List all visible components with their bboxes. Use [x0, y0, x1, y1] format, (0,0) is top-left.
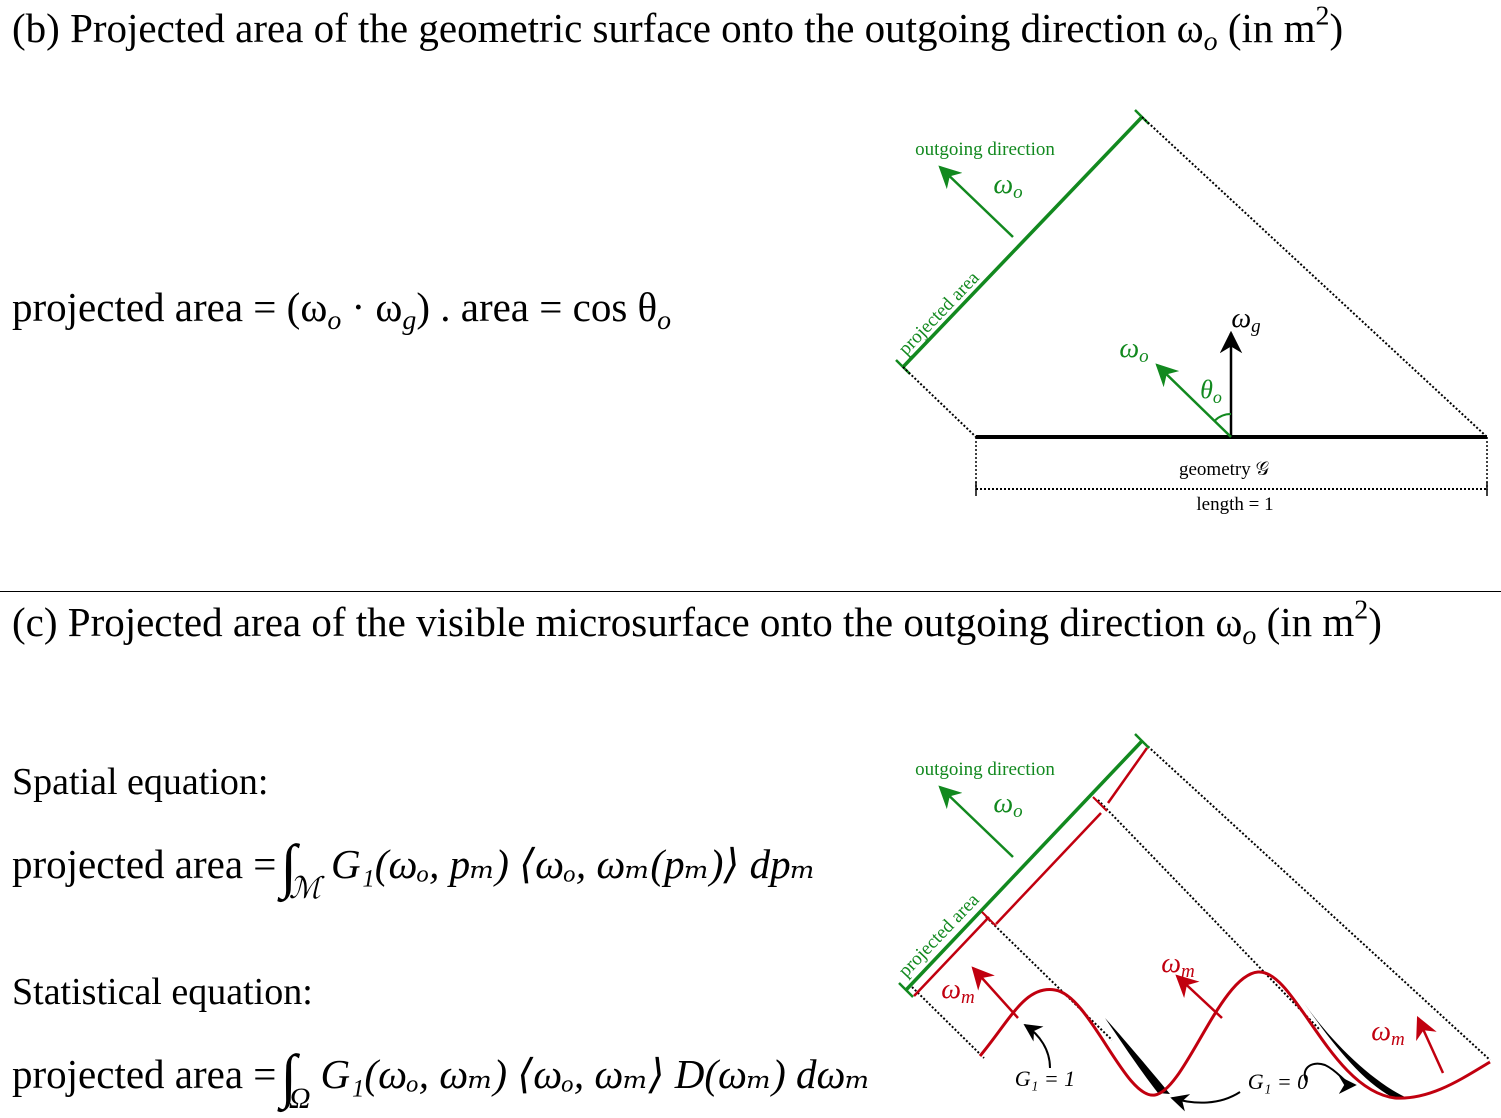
normal-symbol: ωg — [1231, 303, 1260, 337]
statistical-equation-label: Statistical equation: — [12, 971, 313, 1013]
projected-area-line — [901, 115, 1144, 369]
visible-segment-3 — [1106, 747, 1149, 804]
section-b-heading-symbol: ωo — [1176, 5, 1218, 57]
projected-area-equation: projected area = (ωo · ωg) . area = cos … — [12, 284, 672, 336]
g1-hidden-label: G₁ = 0 — [1248, 1069, 1308, 1094]
wm-arrow-2 — [1175, 974, 1223, 1019]
section-divider — [0, 591, 1501, 592]
section-b-heading-units: (in m2) — [1227, 0, 1344, 51]
section-c-heading-symbol: ωo — [1215, 599, 1257, 651]
section-c-label: (c) — [12, 599, 58, 645]
visible-segment-2 — [995, 812, 1102, 925]
projection-line-2 — [985, 916, 1113, 1041]
section-b-label: (b) — [12, 5, 60, 51]
visible-segment-tick-b — [1092, 796, 1108, 812]
geometric-surface-diagram: outgoing direction ωo projected area ωg … — [894, 109, 1488, 515]
projection-line-left — [902, 366, 977, 438]
section-c-heading-text: Projected area of the visible microsurfa… — [67, 599, 1206, 645]
wm-symbol-3: ωm — [1371, 1016, 1405, 1050]
outgoing-direction-label: outgoing direction — [915, 759, 1055, 780]
wm-arrow-1 — [971, 966, 1019, 1019]
shadow-region-left — [1105, 1018, 1170, 1094]
projection-line-4 — [1141, 740, 1491, 1061]
outgoing-direction-symbol: ωo — [993, 169, 1022, 203]
wm-symbol-2: ωm — [1161, 948, 1195, 982]
theta-symbol: θo — [1200, 375, 1222, 407]
outgoing-direction-arrow — [938, 165, 1014, 238]
spatial-equation: projected area =∫ℳG₁(ωₒ, pₘ) ⟨ωₒ, ωₘ(pₘ)… — [12, 833, 816, 905]
projected-area-line — [904, 739, 1144, 992]
section-c-heading: (c) Projected area of the visible micros… — [12, 594, 1382, 651]
visible-segment-tick-a — [981, 911, 997, 927]
section-c-heading-units: (in m2) — [1266, 594, 1382, 645]
wo-symbol: ωo — [1119, 333, 1148, 367]
projection-line-right — [1141, 116, 1488, 438]
section-b-heading-text: Projected area of the geometric surface … — [70, 5, 1167, 51]
g1-visible-pointer — [1023, 1024, 1051, 1069]
projected-area-tick-top — [1134, 733, 1150, 749]
g1-hidden-pointer-right — [1303, 1062, 1357, 1094]
theta-arc — [1214, 412, 1232, 422]
projected-area-label: projected area — [894, 267, 984, 359]
spatial-equation-label: Spatial equation: — [12, 761, 269, 803]
statistical-equation: projected area =∫ΩG₁(ωₒ, ωₘ) ⟨ωₒ, ωₘ⟩ D(… — [12, 1043, 871, 1115]
outgoing-direction-label: outgoing direction — [915, 139, 1055, 160]
visible-segment-1 — [913, 916, 990, 997]
outgoing-direction-symbol: ωo — [993, 788, 1022, 822]
g1-hidden-pointer-left — [1170, 1091, 1241, 1112]
g1-visible-label: G₁ = 1 — [1015, 1066, 1075, 1091]
wm-symbol-1: ωm — [941, 974, 975, 1008]
projection-line-3 — [1097, 799, 1321, 1031]
outgoing-direction-arrow — [938, 785, 1014, 858]
geometry-label: geometry 𝒢 — [1179, 459, 1270, 480]
wm-arrow-3 — [1416, 1015, 1445, 1074]
projected-area-tick-bottom — [898, 982, 914, 998]
projection-line-1 — [911, 986, 985, 1059]
microsurface-diagram: outgoing direction ωo projected area ωm … — [894, 733, 1491, 1112]
section-b-heading: (b) Projected area of the geometric surf… — [12, 0, 1344, 57]
length-label: length = 1 — [1196, 494, 1273, 515]
microsurface-curve — [978, 970, 1491, 1100]
wo-arrow — [1155, 363, 1232, 438]
